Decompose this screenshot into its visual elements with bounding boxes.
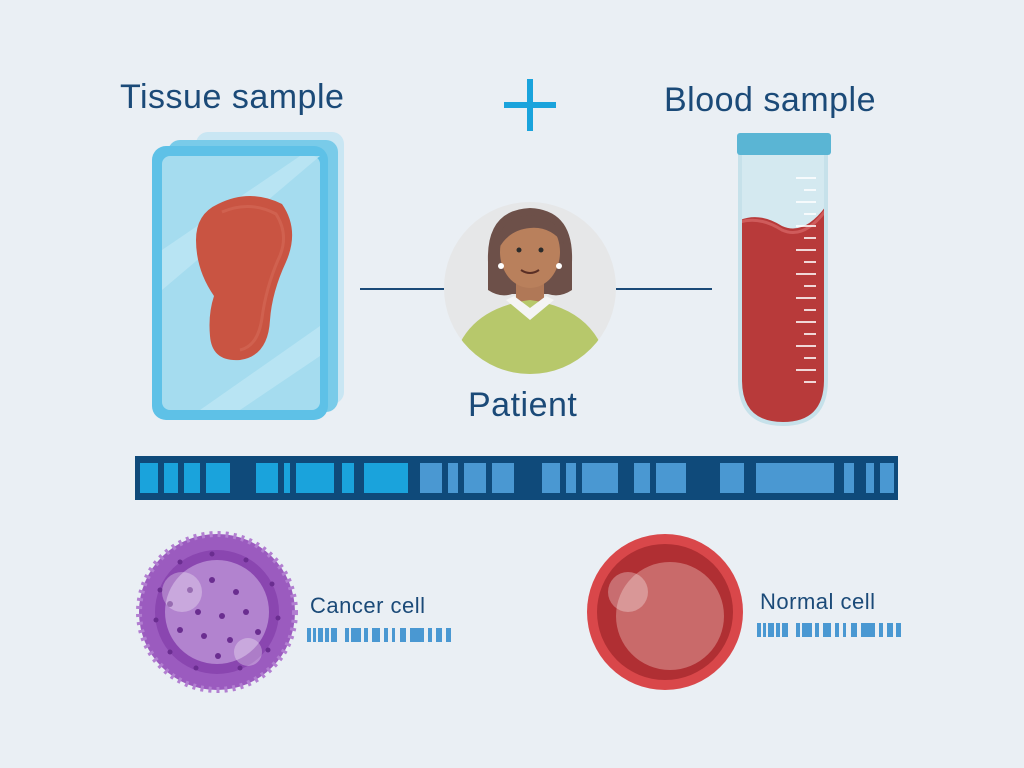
- tissue-specimen: [196, 196, 293, 361]
- normal-cell-icon: [587, 534, 743, 690]
- patient-avatar-icon: [444, 202, 616, 374]
- plus-icon: [504, 79, 556, 131]
- cancer-cell-icon: [136, 531, 298, 693]
- tissue-sample-title: Tissue sample: [120, 78, 345, 116]
- blood-tube-icon: [737, 133, 831, 427]
- tissue-slide-icon: [152, 132, 344, 420]
- cancer-cell-label: Cancer cell: [310, 593, 426, 618]
- dna-sequence-icon: [135, 456, 898, 500]
- blood-sample-title: Blood sample: [664, 81, 877, 119]
- normal-cell-label: Normal cell: [760, 589, 876, 614]
- patient-label: Patient: [468, 386, 578, 424]
- normal-sequence-icon: [757, 623, 901, 637]
- cancer-sequence-icon: [307, 628, 451, 642]
